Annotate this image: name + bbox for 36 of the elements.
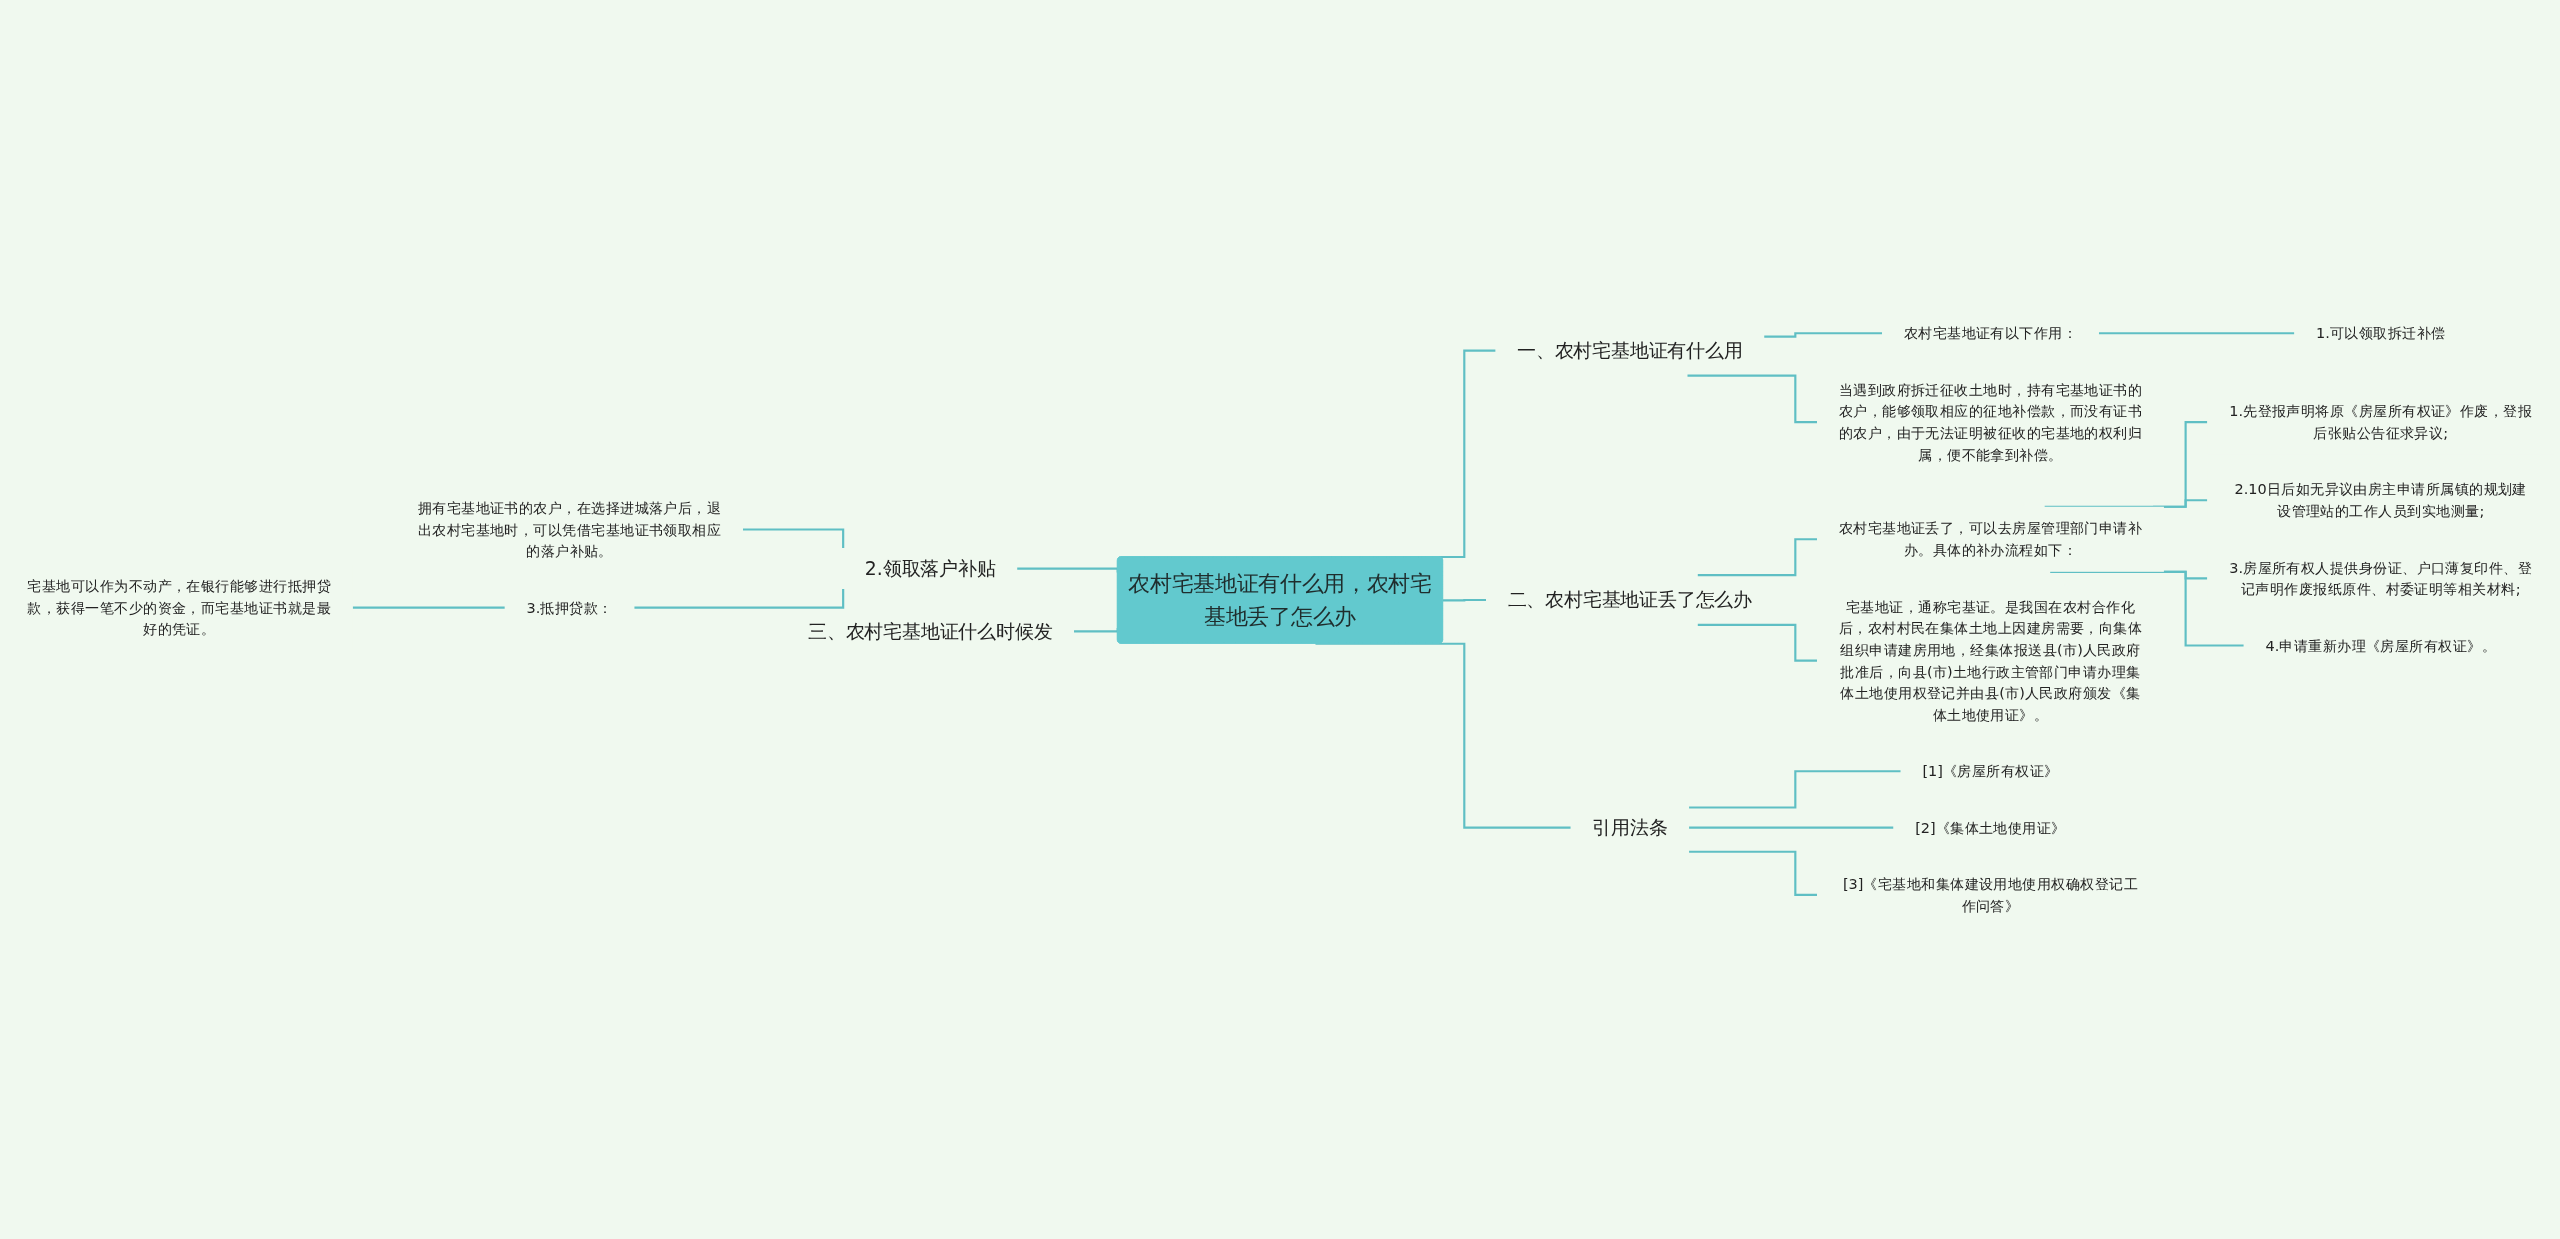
node-text: 3.抵押贷款： <box>526 598 613 617</box>
connector <box>2153 499 2209 508</box>
connector <box>2044 421 2209 508</box>
node-text: 三、农村宅基地证什么时候发 <box>808 620 1053 642</box>
node-text: [1]《房屋所有权证》 <box>1922 762 2059 780</box>
node-text: 当遇到政府拆迁征收土地时，持有宅基地证书的农户，能够领取相应的征地补偿款，而没有证书的农户，由于无法证明被征收的宅基地的权利归属，便不能拿到补偿。 <box>1838 380 2143 464</box>
node-text: 一、农村宅基地证有什么用 <box>1517 339 1743 362</box>
connector <box>1764 332 1884 338</box>
node-text: 4.申请重新办理《房屋所有权证》。 <box>2265 636 2497 655</box>
connector <box>1689 850 1819 896</box>
node-text: 农村宅基地证有以下作用： <box>1903 324 2078 342</box>
connector <box>1689 770 1902 809</box>
connector <box>743 528 845 548</box>
node-text: 2.10日后如无异议由房主申请所属镇的规划建设管理站的工作人员到实地测量; <box>2234 480 2527 520</box>
node-text: [3]《宅基地和集体建设用地使用权确权登记工作问答》 <box>1842 875 2139 915</box>
node-text: 引用法条 <box>1592 816 1668 839</box>
connector <box>1074 628 1119 633</box>
connector <box>352 606 506 609</box>
node-text: 3.房屋所有权人提供身份证、户口薄复印件、登记声明作废报纸原件、村委证明等相关材料; <box>2229 558 2533 598</box>
node-text: 1.先登报声明将原《房屋所有权证》作废，登报后张贴公告征求异议; <box>2229 402 2533 442</box>
node-text: 2.领取落户补贴 <box>864 557 996 580</box>
connector <box>1697 623 1819 662</box>
connector <box>1687 374 1819 424</box>
node-text: 1.可以领取拆迁补偿 <box>2316 324 2446 342</box>
node-text: 拥有宅基地证书的农户，在选择进城落户后，退出农村宅基地时，可以凭借宅基地证书领取相应的落户补贴。 <box>417 499 722 560</box>
connector <box>1689 826 1895 829</box>
connector <box>634 589 845 609</box>
node-text: 宅基地证，通称宅基证。是我国在农村合作化后，农村村民在集体土地上因建房需要，向集体组织申请建房用地，经集体报送县(市)人民政府批准后，向县(市)土地行政主管部门申请办理集体土地使用权登记并由县(市)人民政府颁发《集体土地使用证》。 <box>1838 597 2143 724</box>
connector <box>1443 598 1488 602</box>
connector <box>1697 538 1819 577</box>
connector <box>2098 332 2296 335</box>
node-text: 二、农村宅基地证丢了怎么办 <box>1507 588 1752 611</box>
node-text: 宅基地可以作为不动产，在银行能够进行抵押贷款，获得一笔不少的资金，而宅基地证书就是最好的凭证。 <box>27 577 332 638</box>
node-text: [2]《集体土地使用证》 <box>1915 818 2066 837</box>
connector <box>1017 567 1119 573</box>
connector <box>2050 570 2245 647</box>
